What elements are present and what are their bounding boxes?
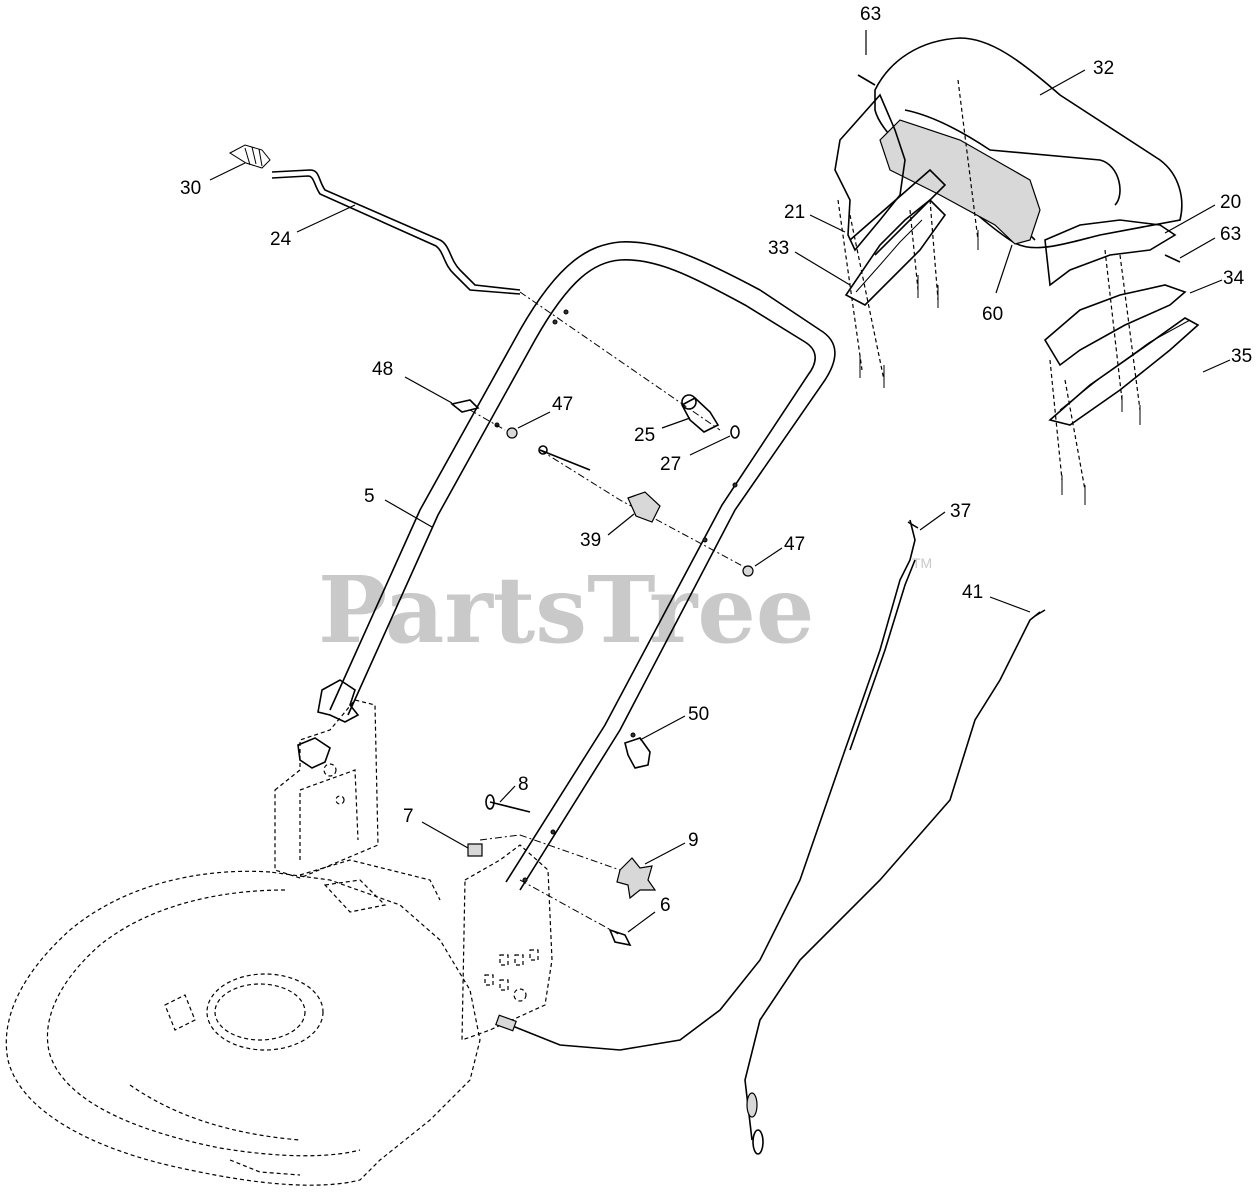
callout-6: 6: [660, 895, 671, 916]
callouts: 63 32 30 24 21 33 20 63 34 60 35 48 47 2…: [180, 4, 1252, 933]
callout-5: 5: [364, 486, 375, 507]
callout-63-right: 63: [1220, 224, 1241, 245]
callout-50: 50: [688, 704, 709, 725]
callout-25: 25: [634, 425, 655, 446]
callout-48: 48: [372, 359, 393, 380]
mower-deck: [5, 859, 481, 1186]
bolt-and-block-39: [538, 445, 661, 523]
nut-47-upper: [506, 427, 518, 439]
callout-32: 32: [1093, 58, 1114, 79]
centerline-clip: [469, 409, 506, 431]
part-50: [624, 737, 651, 769]
right-handle-bracket: [461, 844, 553, 1041]
left-handle-bracket: [274, 699, 379, 879]
centerline-nut: [479, 834, 521, 841]
callout-21: 21: [784, 202, 805, 223]
callout-37: 37: [950, 501, 971, 522]
callout-60: 60: [982, 304, 1003, 325]
callout-39: 39: [580, 530, 601, 551]
callout-47-upper: 47: [552, 394, 573, 415]
centerline-rod: [519, 291, 721, 431]
cable-37: [495, 519, 919, 1051]
callout-9: 9: [688, 830, 699, 851]
pin-6: [608, 928, 632, 947]
control-rod: [229, 144, 521, 295]
callout-7: 7: [403, 806, 414, 827]
centerline-pin: [519, 879, 621, 936]
callout-27: 27: [660, 454, 681, 475]
callout-8: 8: [518, 774, 529, 795]
callout-41: 41: [962, 582, 983, 603]
callout-33: 33: [768, 238, 789, 259]
bolt-8: [489, 801, 531, 813]
left-knobs: [297, 679, 360, 769]
callout-47-lower: 47: [784, 534, 805, 555]
centerline-bolt: [539, 449, 751, 571]
watermark: PartsTree: [318, 556, 814, 664]
knob-9: [616, 857, 657, 900]
callout-24: 24: [270, 229, 292, 250]
callout-20: 20: [1220, 192, 1241, 213]
callout-35: 35: [1231, 346, 1252, 367]
callout-63-top: 63: [860, 4, 881, 25]
nut-47-lower: [742, 565, 754, 577]
nut-7: [467, 843, 483, 857]
clip-48: [450, 399, 480, 413]
callout-34: 34: [1223, 268, 1245, 289]
watermark-trademark: TM: [912, 555, 932, 571]
pivot-part-25: [680, 394, 740, 439]
cable-41: [744, 609, 1046, 1155]
centerline-knob: [519, 834, 621, 871]
callout-30: 30: [180, 178, 201, 199]
handle-cover-assembly: [834, 37, 1200, 505]
